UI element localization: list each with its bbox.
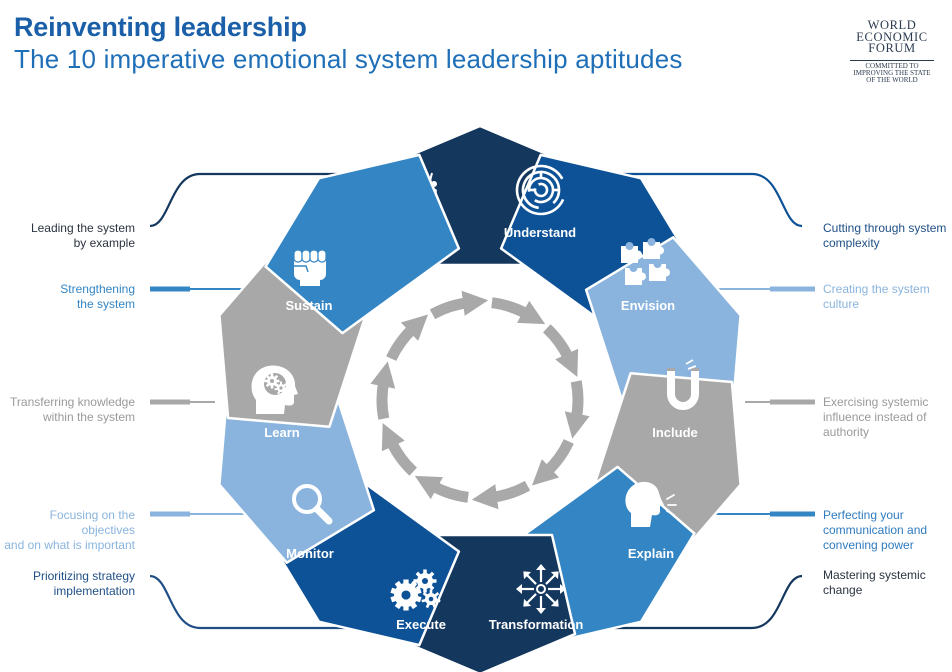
cycle-arrow (386, 314, 428, 362)
segment-explain-label: Explain (628, 546, 674, 561)
right-label-2: Creating the system culture (823, 282, 930, 311)
segment-include-label: Include (652, 425, 698, 440)
left-label-4: Focusing on the objectives and on what i… (4, 508, 135, 552)
maze-icon (515, 164, 565, 216)
cycle-arrows (370, 290, 590, 510)
segment-envision-label: Envision (621, 298, 675, 313)
magnifier-icon (292, 484, 333, 525)
connector-transformation (570, 574, 803, 630)
segment-learn-label: Learn (264, 425, 299, 440)
segment-sustain: Sustain (264, 153, 461, 335)
segment-monitor-label: Monitor (286, 546, 334, 561)
magnet-icon (667, 359, 699, 410)
segment-transformation-label: Transformation (489, 617, 584, 632)
page-title: Reinventing leadership (14, 12, 307, 42)
connector-lines (149, 172, 815, 630)
arrows-burst-icon (516, 564, 566, 614)
segment-understand-label: Understand (504, 225, 576, 240)
right-label-1: Cutting through system complexity (823, 221, 947, 250)
cycle-arrow (381, 423, 418, 476)
cycle-arrow (491, 297, 546, 325)
speaking-head-icon (625, 481, 677, 527)
wef-logo: WORLD ECONOMIC FORUM COMMITTED TO IMPROV… (846, 18, 938, 85)
right-label-3: Exercising systemic influence instead of… (823, 395, 929, 439)
head-gears-icon (251, 365, 298, 414)
logo-name: WORLD ECONOMIC FORUM (856, 18, 928, 55)
cycle-arrow (471, 480, 531, 510)
connector-lead (149, 172, 390, 228)
connector-execute (149, 574, 390, 630)
segment-execute-label: Execute (396, 617, 446, 632)
left-label-1: Leading the system by example (30, 221, 135, 250)
cycle-arrow (429, 290, 489, 320)
page-subtitle: The 10 imperative emotional system leade… (14, 44, 683, 74)
fist-icon (293, 249, 327, 286)
puzzle-icon (621, 238, 670, 285)
connector-understand (570, 172, 803, 228)
cycle-arrow (564, 380, 590, 439)
segment-sustain-shape (264, 153, 461, 335)
cycle-arrow (414, 475, 469, 503)
logo-divider (850, 59, 934, 61)
segment-sustain-label: Sustain (286, 298, 333, 313)
left-label-5: Prioritizing strategy implementation (32, 569, 135, 598)
cycle-arrow (532, 438, 574, 486)
cycle-arrow (542, 324, 579, 377)
segment-ring: LeadUnderstandEnvisionIncludeExplainTran… (218, 124, 742, 672)
left-label-2: Strengthening the system (60, 282, 135, 311)
right-label-4: Perfecting your communication and conven… (823, 508, 928, 552)
left-label-3: Transferring knowledge within the system (10, 395, 135, 424)
right-label-5: Mastering systemic change (823, 568, 926, 597)
logo-tagline: COMMITTED TO IMPROVING THE STATE OF THE … (853, 61, 931, 85)
gears-icon (390, 569, 441, 611)
cycle-arrow (370, 361, 396, 420)
